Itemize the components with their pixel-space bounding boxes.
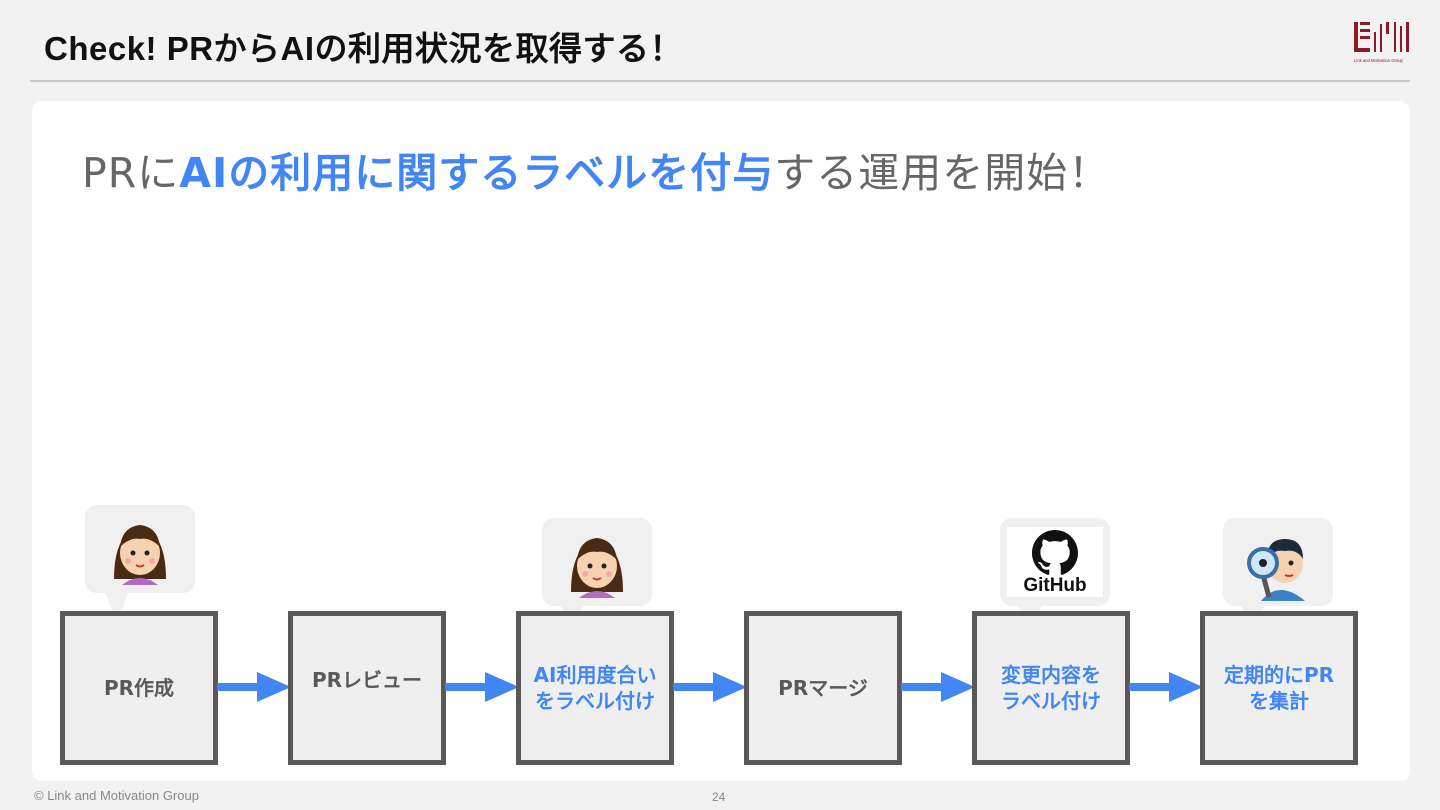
step-label: PR作成: [103, 676, 175, 700]
brand-logo-text: Link and Motivation Group: [1354, 58, 1404, 63]
step-change-label: 変更内容をラベル付け: [972, 611, 1130, 765]
magnifier-person-icon: [1247, 539, 1305, 601]
bubble-github: GitHub: [1000, 518, 1110, 636]
step-label-line2: ラベル付け: [1001, 689, 1101, 713]
step-label: 変更内容を: [1001, 663, 1101, 687]
step-pr-review: PRレビュー: [288, 611, 446, 765]
footer-copyright: © Link and Motivation Group: [34, 788, 199, 803]
step-pr-merge: PRマージ: [744, 611, 902, 765]
step-label: PRマージ: [778, 676, 868, 700]
headline-suffix: する運用を開始！: [774, 149, 1111, 197]
github-icon: [1032, 529, 1078, 575]
arrow-right-icon: [445, 672, 519, 702]
arrow-right-icon: [673, 672, 747, 702]
arrow-right-icon: [1129, 672, 1203, 702]
step-label-line2: をラベル付け: [534, 689, 655, 713]
step-label: AI利用度合い: [533, 663, 657, 687]
step-ai-label: AI利用度合いをラベル付け: [516, 611, 674, 765]
headline: PRにAIの利用に関するラベルを付与する運用を開始！: [82, 139, 1110, 199]
step-pr-create: PR作成: [60, 611, 218, 765]
step-label: PRレビュー: [311, 668, 423, 692]
bubble-reviewer: [542, 518, 652, 636]
headline-highlight: AIの利用に関するラベルを付与: [179, 149, 775, 197]
arrow-right-icon: [901, 672, 975, 702]
headline-prefix: PRに: [82, 149, 180, 197]
step-label: 定期的にPR: [1223, 663, 1335, 687]
reviewer-avatar-icon: [571, 538, 623, 598]
page-number: 24: [712, 790, 726, 804]
brand-logo-icon: Link and Motivation Group: [1354, 22, 1409, 63]
bubble-developer: [85, 505, 195, 623]
slide-title: Check! PRからAIの利用状況を取得する！: [44, 30, 684, 67]
developer-avatar-icon: [114, 525, 166, 585]
header-divider: [30, 80, 1410, 82]
step-label-line2: を集計: [1249, 689, 1309, 713]
arrow-right-icon: [217, 672, 291, 702]
content-panel: PRにAIの利用に関するラベルを付与する運用を開始！: [32, 101, 1410, 781]
bubble-analyst: [1223, 518, 1333, 636]
github-label: GitHub: [1023, 574, 1087, 596]
github-logo: GitHub: [1007, 527, 1103, 597]
